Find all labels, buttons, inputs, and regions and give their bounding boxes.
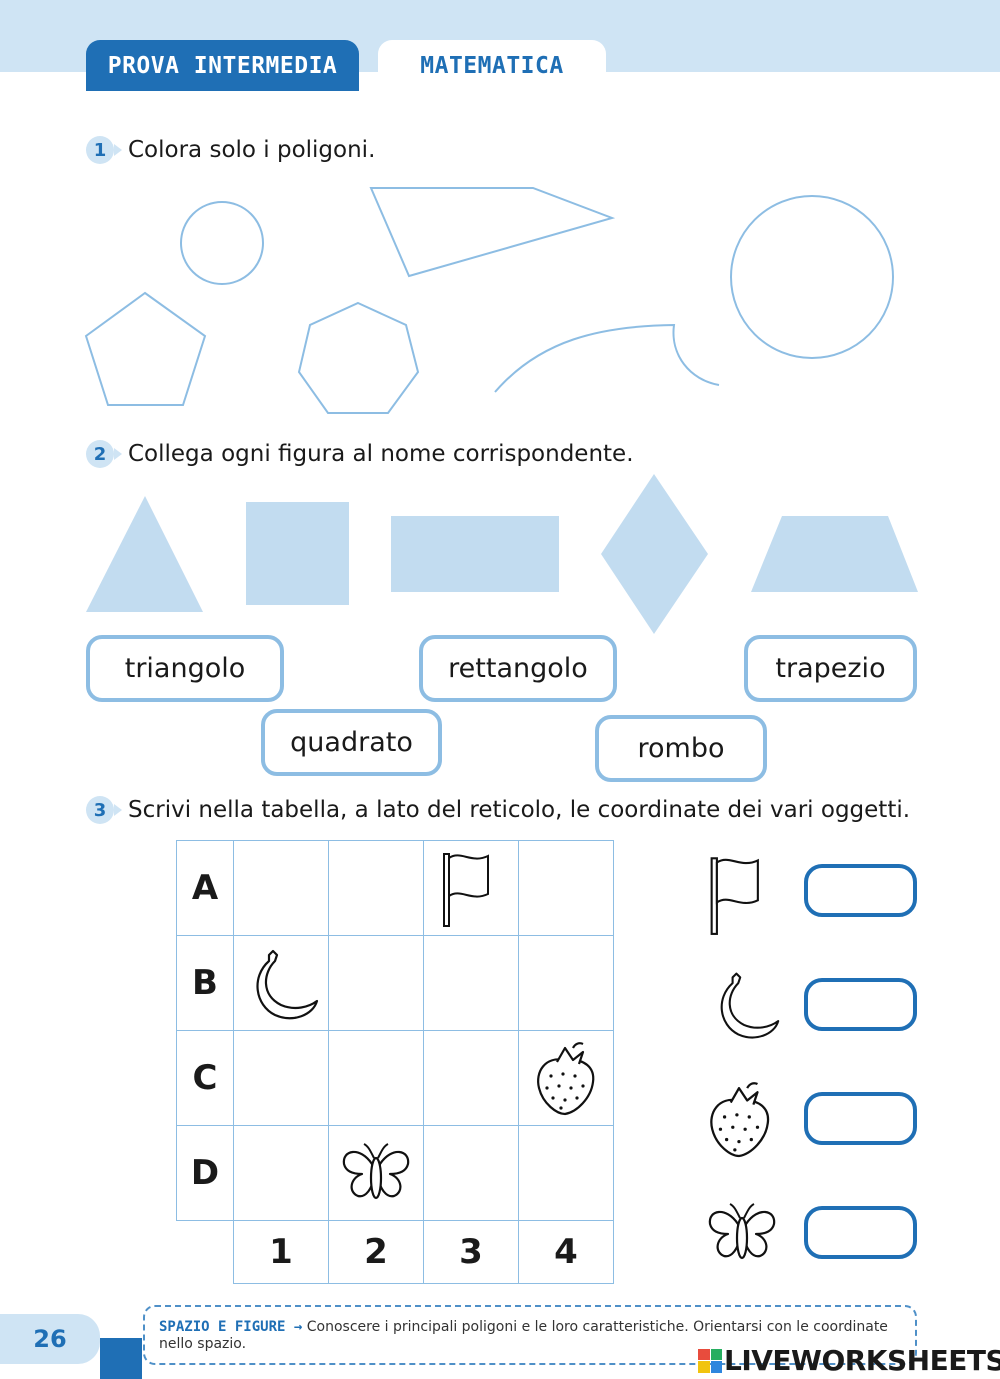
triangle-shape[interactable] <box>86 496 203 612</box>
label-rettangolo[interactable]: rettangolo <box>419 635 617 702</box>
answer-box-banana[interactable] <box>804 978 917 1031</box>
quadrilateral-shape[interactable] <box>369 187 616 278</box>
exercise-1-text: Colora solo i poligoni. <box>128 137 376 163</box>
grid-cell-c2 <box>328 1030 424 1126</box>
grid-cell-b1 <box>233 935 329 1031</box>
grid-cell-d3 <box>423 1125 519 1221</box>
exercise-number-badge: 2 <box>86 440 124 468</box>
butterfly-icon <box>708 1203 776 1260</box>
col-label-2: 2 <box>328 1220 424 1284</box>
brand-name: LIVEWORKSHEETS <box>724 1344 1000 1377</box>
banana-icon <box>256 949 319 1020</box>
row-label-a: A <box>176 840 234 936</box>
grid-cell-b2 <box>328 935 424 1031</box>
square-shape[interactable] <box>246 502 349 605</box>
grid-cell-d4 <box>518 1125 614 1221</box>
exercise-number-badge: 3 <box>86 796 124 824</box>
trapezoid-shape[interactable] <box>751 516 918 592</box>
row-label-d: D <box>176 1125 234 1221</box>
strawberry-icon <box>710 1082 770 1158</box>
grid-cell-c4 <box>518 1030 614 1126</box>
small-circle-shape[interactable] <box>180 201 264 285</box>
exercise-2-heading: 2 Collega ogni figura al nome corrispond… <box>86 440 634 468</box>
butterfly-icon <box>342 1143 410 1200</box>
label-quadrato[interactable]: quadrato <box>261 709 442 776</box>
row-label-c: C <box>176 1030 234 1126</box>
banana-icon <box>720 972 780 1039</box>
grid-cell-c1 <box>233 1030 329 1126</box>
col-label-3: 3 <box>423 1220 519 1284</box>
grid-cell-a1 <box>233 840 329 936</box>
brand-watermark: LIVEWORKSHEETS <box>698 1344 1000 1377</box>
open-curve-shape[interactable] <box>494 323 720 393</box>
col-label-1: 1 <box>233 1220 329 1284</box>
subject-tab: MATEMATICA <box>378 40 606 91</box>
exercise-1-heading: 1 Colora solo i poligoni. <box>86 136 375 164</box>
grid-cell-d1 <box>233 1125 329 1221</box>
bottom-bar <box>100 1338 142 1379</box>
row-label-b: B <box>176 935 234 1031</box>
section-tab: PROVA INTERMEDIA <box>86 40 359 91</box>
label-rombo[interactable]: rombo <box>595 715 767 782</box>
grid-cell-c3 <box>423 1030 519 1126</box>
large-circle-shape[interactable] <box>730 195 894 359</box>
grid-cell-b3 <box>423 935 519 1031</box>
flag-icon <box>443 853 489 927</box>
pentagon-shape[interactable] <box>84 291 207 406</box>
answer-box-flag[interactable] <box>804 864 917 917</box>
flag-icon <box>710 857 759 935</box>
exercise-3-heading: 3 Scrivi nella tabella, a lato del retic… <box>86 796 910 824</box>
label-triangolo[interactable]: triangolo <box>86 635 284 702</box>
grid-cell-a3 <box>423 840 519 936</box>
col-label-4: 4 <box>518 1220 614 1284</box>
exercise-3-text: Scrivi nella tabella, a lato del reticol… <box>128 797 911 823</box>
answer-box-butterfly[interactable] <box>804 1206 917 1259</box>
grid-cell-a2 <box>328 840 424 936</box>
grid-cell-b4 <box>518 935 614 1031</box>
heptagon-shape[interactable] <box>297 301 420 414</box>
label-trapezio[interactable]: trapezio <box>744 635 917 702</box>
footer-heading: SPAZIO E FIGURE → <box>159 1319 303 1335</box>
rhombus-shape[interactable] <box>601 474 708 634</box>
footer-text: Conoscere i principali poligoni e le lor… <box>159 1319 888 1352</box>
grid-cell-d2 <box>328 1125 424 1221</box>
page-number: 26 <box>0 1314 100 1364</box>
exercise-number-badge: 1 <box>86 136 124 164</box>
grid-cell-a4 <box>518 840 614 936</box>
footer-note: SPAZIO E FIGURE → Conoscere i principali… <box>143 1305 917 1365</box>
exercise-2-shapes <box>86 474 918 634</box>
exercise-1-shapes <box>84 187 894 414</box>
exercise-2-text: Collega ogni figura al nome corrisponden… <box>128 441 634 467</box>
liveworksheets-logo-icon <box>698 1348 722 1373</box>
answer-box-strawberry[interactable] <box>804 1092 917 1145</box>
rectangle-shape[interactable] <box>391 516 559 592</box>
strawberry-icon <box>537 1042 595 1116</box>
